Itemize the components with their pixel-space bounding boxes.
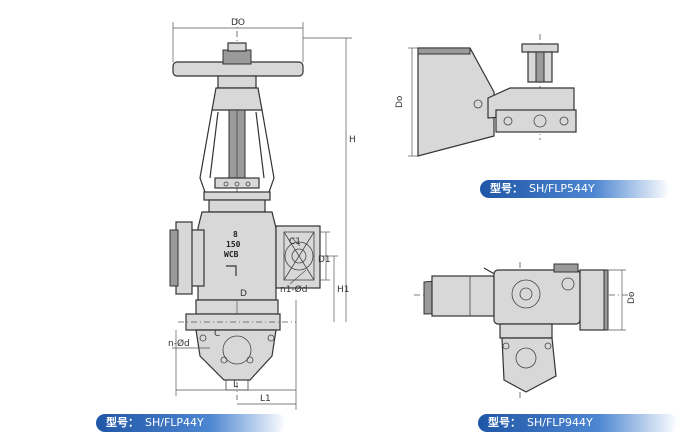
body-mark-material: WCB bbox=[224, 250, 239, 259]
caption-bottom-right-model: 型号： SH/FLP944Y bbox=[478, 414, 678, 432]
bottom-outlet bbox=[178, 299, 296, 391]
caption-bottom-right-model-text: SH/FLP944Y bbox=[527, 416, 593, 429]
dim-label-l1: L1 bbox=[260, 394, 271, 404]
dim-label-n1d: n1-Ød bbox=[280, 284, 307, 295]
dim-label-c: C bbox=[214, 329, 220, 339]
top-right-valve-drawing: Do bbox=[395, 34, 577, 157]
dim-label-do: DO bbox=[231, 18, 245, 28]
valve-body: 8 150 WCB bbox=[169, 211, 321, 301]
body-mark-size: 8 bbox=[233, 230, 238, 239]
caption-top-right-model-text: SH/FLP544Y bbox=[529, 182, 595, 195]
dim-label-l: L bbox=[233, 380, 238, 390]
caption-main-prefix: 型号： bbox=[106, 416, 139, 429]
dim-label-nd: n-Ød bbox=[168, 338, 190, 349]
bottom-right-valve-drawing: Do bbox=[414, 262, 637, 400]
dim-label-c1: C1 bbox=[289, 237, 301, 247]
handwheel bbox=[172, 42, 304, 89]
caption-main-model-text: SH/FLP44Y bbox=[145, 416, 204, 429]
caption-top-right-prefix: 型号： bbox=[490, 182, 523, 195]
caption-main-model: 型号： SH/FLP44Y bbox=[96, 414, 286, 432]
dim-label-h1: H1 bbox=[337, 285, 350, 295]
body-mark-pressure: 150 bbox=[226, 240, 241, 249]
yoke bbox=[199, 87, 275, 213]
dim-label-d1: D1 bbox=[318, 255, 331, 265]
dim-label-bottom-do: Do bbox=[627, 291, 637, 304]
caption-bottom-right-prefix: 型号： bbox=[488, 416, 521, 429]
main-valve-drawing: 8 150 WCB bbox=[168, 18, 356, 410]
dim-label-h: H bbox=[349, 135, 356, 145]
dimension-lines bbox=[172, 22, 352, 410]
dim-label-top-do: Do bbox=[395, 95, 405, 108]
caption-top-right-model: 型号： SH/FLP544Y bbox=[480, 180, 670, 198]
dim-label-d: D bbox=[240, 289, 247, 299]
